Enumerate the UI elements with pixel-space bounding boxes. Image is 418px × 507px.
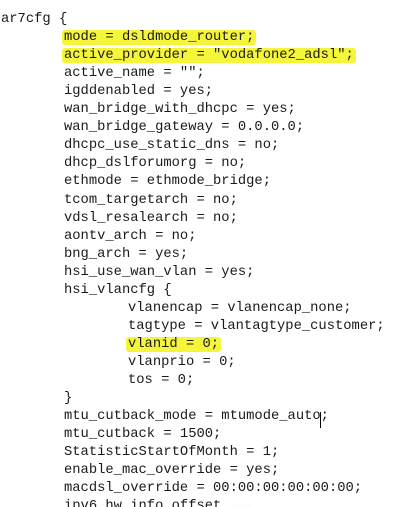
code-line: wan_bridge_with_dhcpc = yes; [64, 101, 296, 119]
code-line: vlanid = 0; [126, 336, 222, 354]
code-text: vlanencap = vlanencap_none; [128, 300, 352, 316]
code-text: wan_bridge_gateway = 0.0.0.0; [64, 120, 305, 136]
code-text: igddenabled = yes; [64, 84, 214, 100]
code-line: tcom_targetarch = no; [64, 192, 238, 210]
code-line: tagtype = vlantagtype_customer; [128, 318, 385, 336]
code-text: } [64, 391, 73, 407]
code-line: vlanprio = 0; [128, 354, 236, 372]
code-line: igddenabled = yes; [64, 83, 213, 101]
code-line: tos = 0; [128, 372, 194, 390]
code-text: dhcpc_use_static_dns = no; [64, 138, 280, 154]
code-line: mtu_cutback_mode = mtumode_auto; [64, 408, 329, 426]
code-line: active_name = ""; [64, 65, 205, 83]
code-text: aontv_arch = no; [64, 228, 197, 244]
code-text: active_name = ""; [64, 66, 205, 82]
code-text: vdsl_resalearch = no; [64, 210, 238, 226]
code-text: dhcp_dslforumorg = no; [64, 156, 247, 172]
code-text: wan_bridge_with_dhcpc = yes; [64, 102, 296, 118]
code-line: active_provider = "vodafone2_adsl"; [62, 47, 356, 65]
code-text: macdsl_override = 00:00:00:00:00:00; [64, 481, 363, 497]
code-line: vdsl_resalearch = no; [64, 210, 238, 228]
code-text: vlanprio = 0; [128, 354, 236, 370]
code-line: mode = dsldmode_router; [62, 29, 257, 47]
code-line: } [64, 390, 72, 408]
highlighted-code-text: active_provider = "vodafone2_adsl"; [62, 48, 356, 64]
highlighted-code-text: vlanid = 0; [126, 336, 222, 352]
code-line: StatisticStartOfMonth = 1; [64, 444, 279, 462]
code-text: tagtype = vlantagtype_customer; [128, 318, 385, 334]
code-line: dhcpc_use_static_dns = no; [64, 137, 279, 155]
code-text: ipv6_hw_info_offset ... [64, 499, 255, 507]
code-line: ipv6_hw_info_offset ... [64, 498, 254, 507]
code-text: StatisticStartOfMonth = 1; [64, 445, 280, 461]
code-line: aontv_arch = no; [64, 228, 196, 246]
highlighted-code-text: mode = dsldmode_router; [62, 30, 257, 46]
code-line: hsi_use_wan_vlan = yes; [64, 264, 254, 282]
code-line: vlanencap = vlanencap_none; [128, 300, 352, 318]
code-text: mtu_cutback_mode = mtumode_auto; [64, 409, 329, 425]
code-text: ethmode = ethmode_bridge; [64, 174, 271, 190]
code-text: hsi_vlancfg { [64, 282, 172, 298]
code-line: ar7cfg { [1, 11, 67, 29]
code-line: dhcp_dslforumorg = no; [64, 155, 246, 173]
code-line: mtu_cutback = 1500; [64, 426, 221, 444]
code-line: ethmode = ethmode_bridge; [64, 173, 271, 191]
code-text: bng_arch = yes; [64, 246, 189, 262]
code-text: tos = 0; [128, 373, 195, 388]
code-text: tcom_targetarch = no; [64, 192, 238, 208]
code-line: enable_mac_override = yes; [64, 462, 279, 480]
code-text: hsi_use_wan_vlan = yes; [64, 264, 255, 280]
code-line: bng_arch = yes; [64, 246, 188, 264]
code-line: macdsl_override = 00:00:00:00:00:00; [64, 480, 362, 498]
code-text: ar7cfg { [1, 12, 68, 27]
code-line: wan_bridge_gateway = 0.0.0.0; [64, 119, 304, 137]
text-caret [320, 412, 321, 428]
code-text: mtu_cutback = 1500; [64, 427, 222, 443]
code-text: enable_mac_override = yes; [64, 463, 280, 479]
code-line: hsi_vlancfg { [64, 282, 172, 300]
